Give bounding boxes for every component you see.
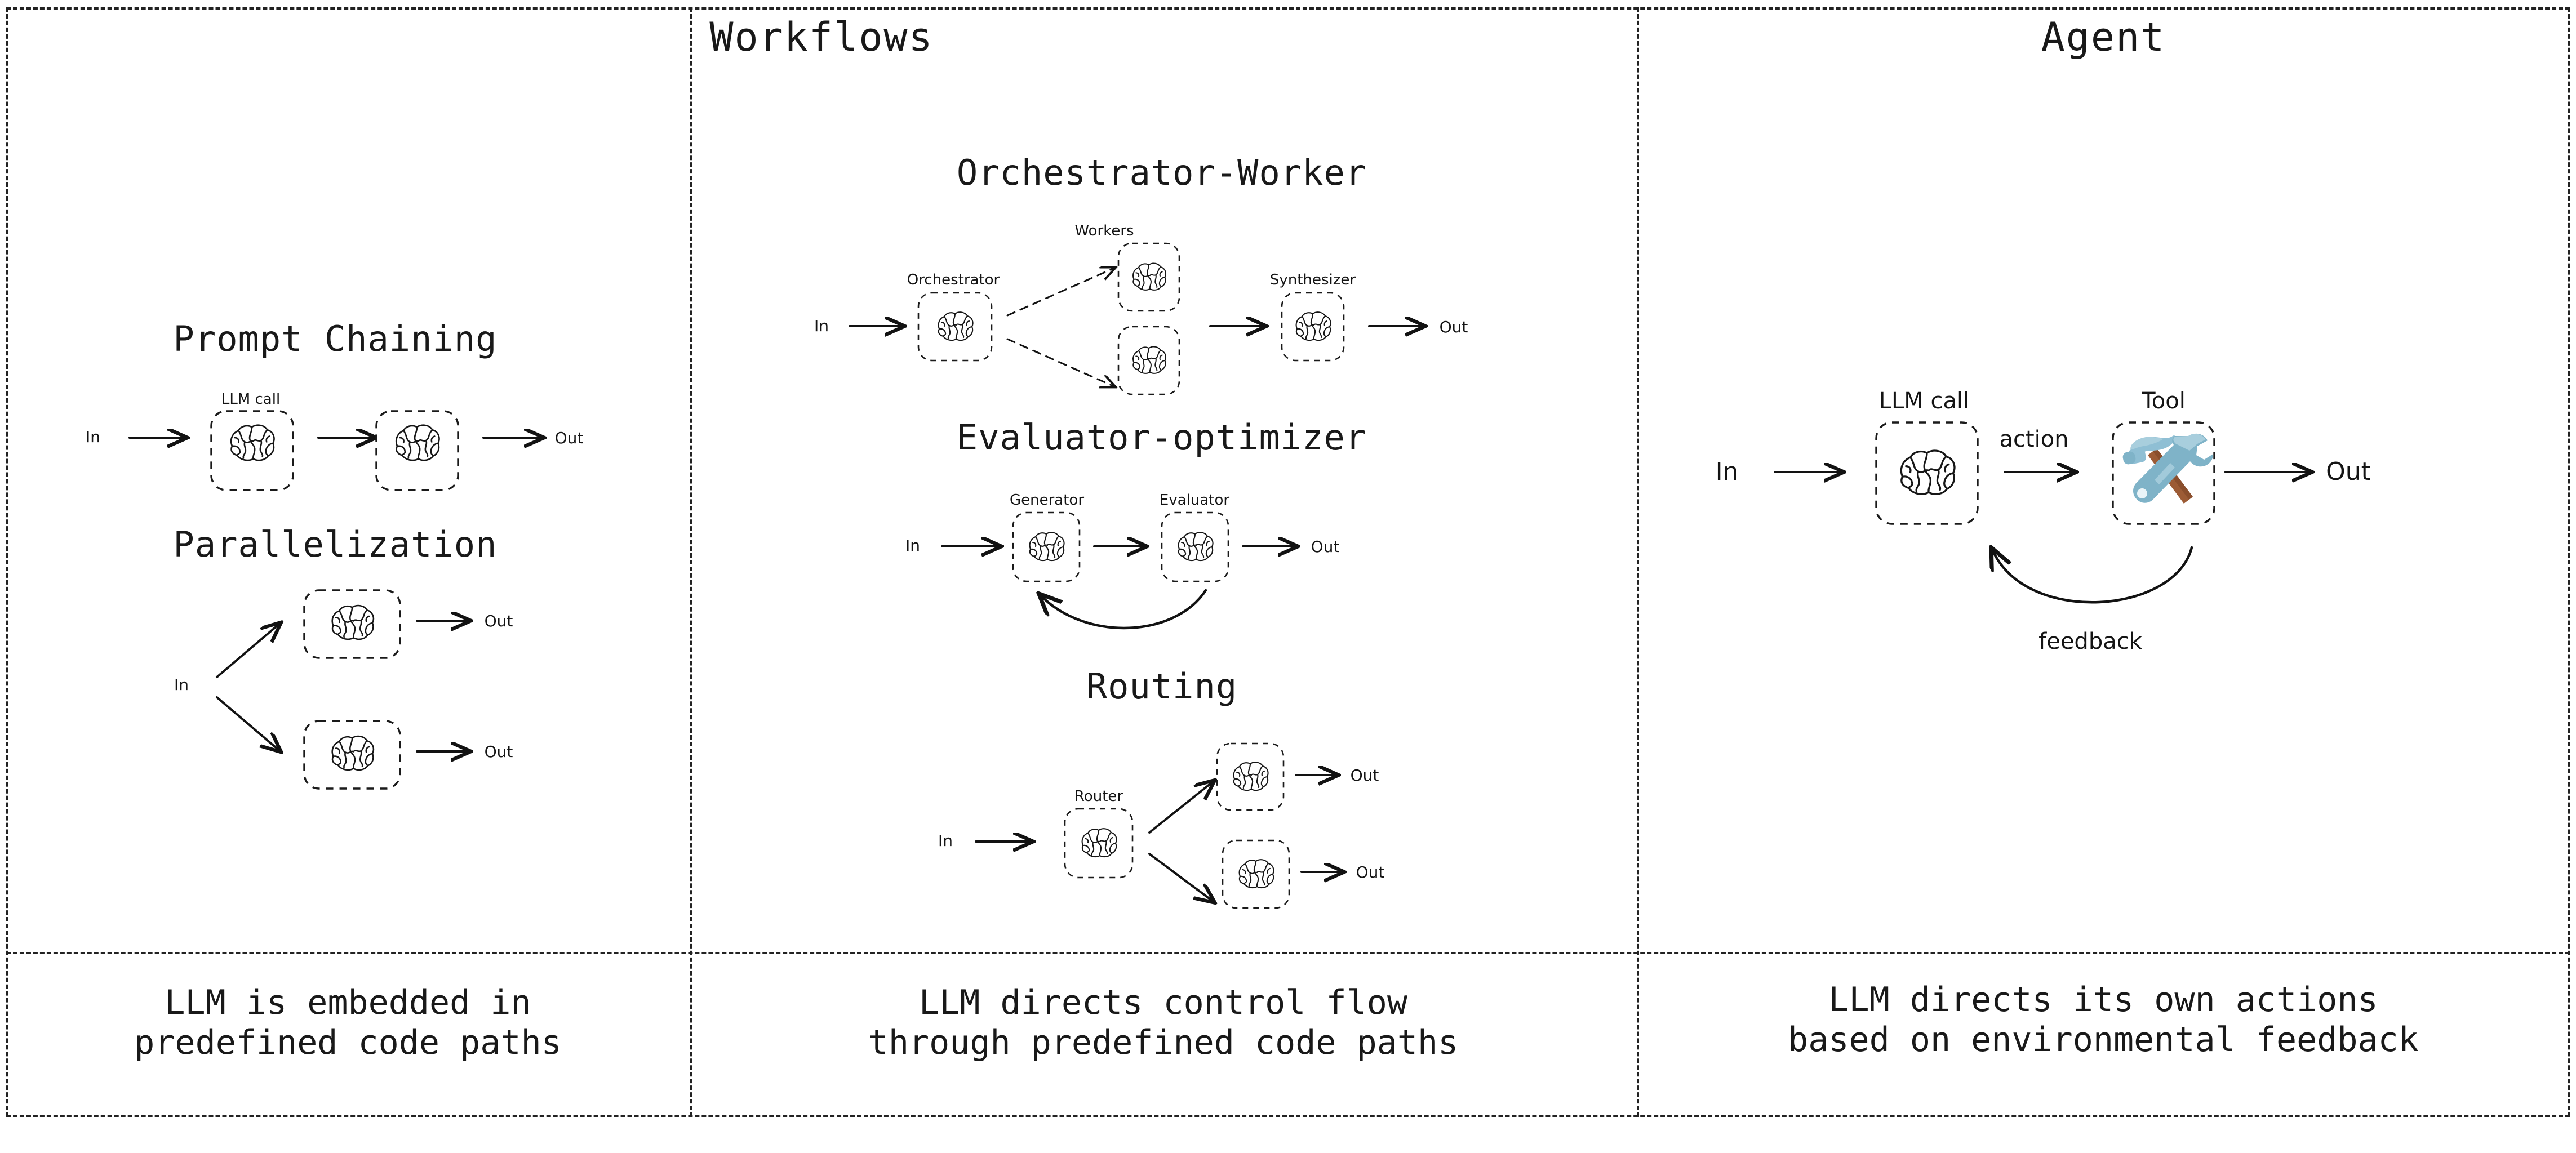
agent-tool-label: Tool (2141, 388, 2186, 414)
parallelization-out-label-top: Out (485, 612, 513, 630)
prompt-chaining-in-label: In (86, 428, 100, 446)
agent-action-label: action (1999, 426, 2068, 452)
diagram-prompt-chaining: In LLM call Out (86, 391, 584, 491)
evaluator-label: Evaluator (1160, 492, 1229, 509)
routing-out-label-bottom: Out (1356, 863, 1385, 882)
pattern-title-parallelization: Parallelization (173, 524, 498, 565)
agent-feedback-label: feedback (2038, 629, 2143, 655)
diagram-agent: In LLM call action Tool Out (1716, 388, 2371, 655)
agent-llm-label: LLM call (1879, 388, 1970, 414)
prompt-chaining-out-label: Out (555, 429, 584, 447)
agent-in-label: In (1716, 457, 1739, 486)
router-label: Router (1074, 788, 1123, 805)
workers-label: Workers (1074, 222, 1134, 239)
caption-agent: LLM directs its own actions based on env… (1788, 980, 2419, 1059)
arrow-orchestrator-to-worker-top (1006, 269, 1113, 317)
arrow-feedback-loop (1042, 589, 1207, 630)
orchestrator-label: Orchestrator (907, 271, 1000, 288)
arrow-router-to-branch-top (1148, 783, 1211, 834)
generator-label: Generator (1010, 492, 1084, 509)
diagram-parallelization: In Out Out (174, 589, 513, 790)
prompt-chaining-node-label: LLM call (221, 391, 280, 408)
column-title-workflows: Workflows (709, 14, 934, 60)
parallelization-out-label-bottom: Out (485, 742, 513, 761)
arrow-orchestrator-to-worker-bottom (1006, 338, 1113, 386)
caption-row-divider (6, 952, 2570, 954)
arrow-agent-feedback (1993, 547, 2193, 604)
llm-call-box-2 (375, 410, 459, 491)
parallel-llm-box-bottom (303, 720, 401, 790)
routing-out-label-top: Out (1351, 766, 1379, 785)
hammer-wrench-icon (2122, 433, 2213, 504)
outer-frame (6, 7, 2570, 1117)
evaluator-out-label: Out (1311, 537, 1340, 556)
arrow-in-to-branch-bottom (216, 696, 278, 749)
agent-out-label: Out (2326, 457, 2371, 486)
pattern-title-prompt-chaining: Prompt Chaining (173, 318, 498, 359)
llm-call-box-1 (210, 410, 294, 491)
pattern-title-routing: Routing (1086, 666, 1238, 707)
caption-workflows-left: LLM is embedded in predefined code paths (134, 983, 562, 1062)
caption-workflows-right: LLM directs control flow through predefi… (868, 983, 1459, 1062)
column-title-agent: Agent (2041, 14, 2166, 60)
column-divider-1 (690, 7, 692, 1117)
diagram-orchestrator-worker: In Orchestrator Workers Synthesizer Out (814, 222, 1468, 395)
parallelization-in-label: In (174, 675, 189, 694)
synthesizer-label: Synthesizer (1270, 271, 1356, 288)
orchestrator-out-label: Out (1440, 318, 1468, 336)
column-divider-2 (1637, 7, 1639, 1117)
pattern-title-evaluator-optimizer: Evaluator-optimizer (956, 417, 1367, 458)
arrow-in-to-branch-top (216, 625, 278, 678)
diagram-evaluator-optimizer: In Generator Evaluator Out (905, 492, 1340, 630)
pattern-title-orchestrator-worker: Orchestrator-Worker (956, 152, 1367, 193)
diagram-routing: In Router Out Out (938, 742, 1385, 909)
evaluator-in-label: In (905, 536, 920, 555)
arrow-router-to-branch-bottom (1148, 853, 1211, 900)
parallel-llm-box-top (303, 589, 401, 659)
routing-in-label: In (938, 831, 953, 850)
orchestrator-in-label: In (814, 317, 829, 335)
